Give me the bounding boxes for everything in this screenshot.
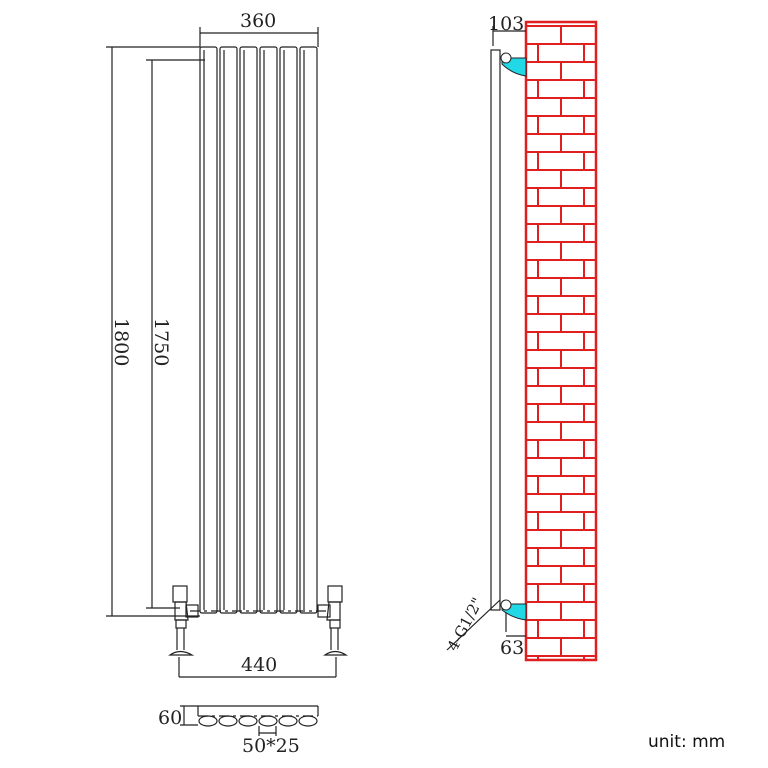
tube-section-label: 50*25 <box>242 735 300 757</box>
side-view <box>446 20 598 662</box>
width-label: 360 <box>240 10 276 32</box>
top-bracket-screw <box>500 52 512 64</box>
connections-label: 4-G1/2" <box>444 595 487 654</box>
front-view <box>106 27 349 736</box>
unit-label: unit: mm <box>648 732 726 752</box>
pipe-centres-label: 440 <box>241 654 277 676</box>
radiator-tube <box>279 46 298 614</box>
right-valve <box>317 585 349 656</box>
bottom-offset-label: 63 <box>500 637 524 659</box>
radiator-tube <box>299 46 318 614</box>
pipe-height-label: 1750 <box>150 318 172 366</box>
left-valve <box>168 585 199 656</box>
height-label: 1800 <box>110 318 132 366</box>
radiator-tube <box>239 46 258 614</box>
radiator-tube <box>199 46 218 614</box>
radiator-tube <box>219 46 238 614</box>
radiator-side-profile <box>490 49 501 611</box>
depth-label: 60 <box>158 707 182 729</box>
brick-wall <box>524 20 598 662</box>
wall-gap-label: 103 <box>488 13 524 35</box>
wall-outline <box>524 20 598 662</box>
bottom-bracket-screw <box>500 599 512 611</box>
radiator-tubes <box>199 46 318 614</box>
radiator-tube <box>259 46 278 614</box>
plan-view <box>180 705 319 736</box>
